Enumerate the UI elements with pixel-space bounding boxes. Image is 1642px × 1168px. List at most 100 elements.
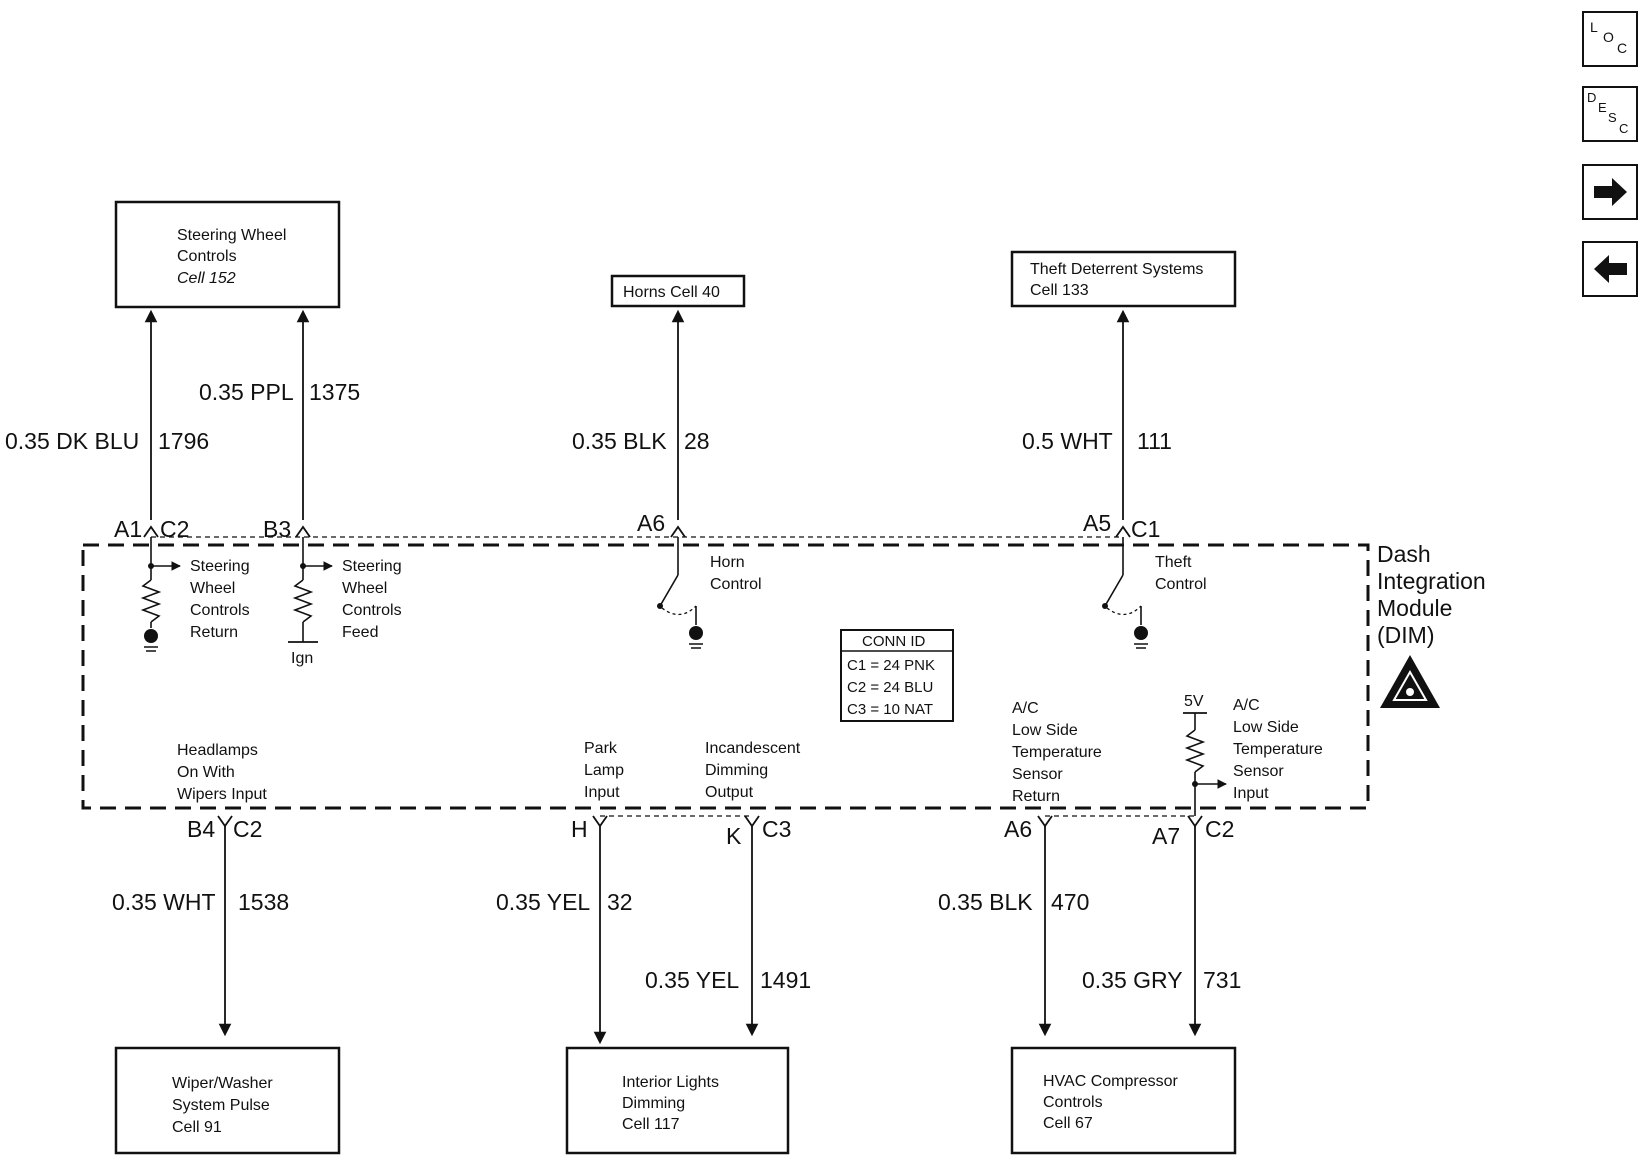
wiper-washer-box: Wiper/Washer System Pulse Cell 91 (114, 1046, 341, 1155)
svg-text:Park: Park (584, 740, 618, 757)
steering-return-label: Steering Wheel Controls Return (190, 558, 250, 641)
prev-button[interactable] (1582, 241, 1638, 297)
wire-1491: 0.35 YEL 1491 (645, 826, 811, 1037)
ac-input-label: A/C Low Side Temperature Sensor Input (1233, 697, 1323, 802)
svg-text:0.35 GRY: 0.35 GRY (1082, 967, 1183, 993)
svg-text:Dash: Dash (1377, 541, 1431, 567)
ground-icon (1134, 626, 1148, 649)
horn-control-switch (657, 537, 697, 625)
svg-text:111: 111 (1137, 428, 1172, 454)
pin-a6-top: A6 (637, 510, 665, 536)
svg-text:Steering: Steering (190, 558, 250, 575)
svg-text:Cell 67: Cell 67 (1043, 1115, 1093, 1132)
left-arrow-icon (1594, 255, 1627, 283)
svg-text:Cell 117: Cell 117 (622, 1116, 680, 1133)
svg-text:Feed: Feed (342, 624, 378, 641)
pin-a7: A7 (1152, 823, 1180, 849)
svg-text:Sensor: Sensor (1233, 763, 1284, 780)
svg-text:Return: Return (1012, 788, 1060, 805)
svg-text:Headlamps: Headlamps (177, 742, 258, 759)
ground-icon (689, 626, 703, 649)
hvac-compressor-box: HVAC Compressor Controls Cell 67 (1010, 1046, 1237, 1155)
steering-wheel-controls-box: Steering Wheel Controls Cell 152 (114, 200, 341, 309)
svg-text:Temperature: Temperature (1012, 744, 1102, 761)
theft-control-label: Theft Control (1155, 554, 1207, 593)
ign-label: Ign (291, 650, 313, 667)
pin-c2-a7: C2 (1205, 816, 1234, 842)
svg-text:0.35 BLK: 0.35 BLK (572, 428, 667, 454)
svg-text:Dimming: Dimming (705, 762, 768, 779)
svg-text:Controls: Controls (1043, 1094, 1103, 1111)
svg-text:0.35 WHT: 0.35 WHT (112, 889, 216, 915)
svg-text:Cell 152: Cell 152 (177, 270, 236, 287)
steering-return-resistor (140, 537, 181, 628)
pin-b4: B4 (187, 816, 215, 842)
svg-text:Wipers Input: Wipers Input (177, 786, 267, 803)
svg-text:470: 470 (1051, 889, 1089, 915)
svg-text:32: 32 (607, 889, 633, 915)
svg-text:C2 = 24 BLU: C2 = 24 BLU (847, 679, 933, 696)
svg-text:Wheel: Wheel (342, 580, 387, 597)
svg-text:Interior Lights: Interior Lights (622, 1074, 719, 1091)
svg-text:Temperature: Temperature (1233, 741, 1323, 758)
svg-text:0.35 PPL: 0.35 PPL (199, 379, 294, 405)
svg-text:D: D (1587, 90, 1596, 105)
svg-text:Input: Input (1233, 785, 1269, 802)
svg-text:E: E (1598, 100, 1607, 115)
theft-deterrent-box: Theft Deterrent Systems Cell 133 (1010, 250, 1237, 308)
wire-32: 0.35 YEL 32 (496, 826, 633, 1045)
svg-text:1538: 1538 (238, 889, 289, 915)
svg-text:C: C (1617, 40, 1627, 56)
dim-module-label: Dash Integration Module (DIM) (1377, 541, 1486, 648)
svg-text:A/C: A/C (1012, 700, 1039, 717)
svg-text:Lamp: Lamp (584, 762, 624, 779)
svg-text:Control: Control (1155, 576, 1207, 593)
svg-text:Steering Wheel: Steering Wheel (177, 227, 286, 244)
svg-text:O: O (1603, 29, 1614, 45)
svg-text:Wiper/Washer: Wiper/Washer (172, 1075, 273, 1092)
svg-text:Controls: Controls (190, 602, 250, 619)
wire-28: 0.35 BLK 28 (572, 309, 710, 520)
right-arrow-icon (1594, 178, 1627, 206)
svg-text:On With: On With (177, 764, 235, 781)
svg-text:Dimming: Dimming (622, 1095, 685, 1112)
svg-text:Controls: Controls (342, 602, 402, 619)
svg-text:Steering: Steering (342, 558, 402, 575)
svg-text:S: S (1608, 110, 1617, 125)
svg-text:0.35 YEL: 0.35 YEL (496, 889, 590, 915)
pin-c3: C3 (762, 816, 791, 842)
ground-icon (144, 629, 158, 652)
pin-k: K (726, 823, 742, 849)
svg-text:Low Side: Low Side (1233, 719, 1299, 736)
svg-text:28: 28 (684, 428, 710, 454)
ac-return-label: A/C Low Side Temperature Sensor Return (1012, 700, 1102, 805)
desc-button[interactable]: D E S C (1582, 86, 1638, 142)
wire-731: 0.35 GRY 731 (1082, 826, 1241, 1037)
pin-c2-b4: C2 (233, 816, 262, 842)
wire-1796: 0.35 DK BLU 1796 (5, 309, 209, 520)
five-volt-label: 5V (1184, 693, 1204, 710)
wire-470: 0.35 BLK 470 (938, 826, 1089, 1037)
svg-text:Cell 91: Cell 91 (172, 1119, 222, 1136)
pin-h: H (571, 816, 588, 842)
svg-text:Theft: Theft (1155, 554, 1192, 571)
svg-text:Return: Return (190, 624, 238, 641)
loc-button[interactable]: L O C (1582, 11, 1638, 67)
pin-a5: A5 (1083, 510, 1111, 536)
svg-text:1796: 1796 (158, 428, 209, 454)
svg-text:A/C: A/C (1233, 697, 1260, 714)
svg-text:Horns Cell 40: Horns Cell 40 (623, 284, 720, 301)
steering-feed-label: Steering Wheel Controls Feed (342, 558, 402, 641)
next-button[interactable] (1582, 164, 1638, 220)
svg-text:C: C (1619, 121, 1628, 136)
svg-text:Integration: Integration (1377, 568, 1486, 594)
svg-text:Module: Module (1377, 595, 1452, 621)
svg-text:Control: Control (710, 576, 762, 593)
interior-lights-box: Interior Lights Dimming Cell 117 (565, 1046, 790, 1155)
svg-text:HVAC Compressor: HVAC Compressor (1043, 1073, 1179, 1090)
pin-c2-top: C2 (160, 516, 189, 542)
steering-feed-resistor (288, 537, 333, 643)
horns-box: Horns Cell 40 (610, 274, 746, 308)
svg-text:C1 = 24 PNK: C1 = 24 PNK (847, 657, 935, 674)
